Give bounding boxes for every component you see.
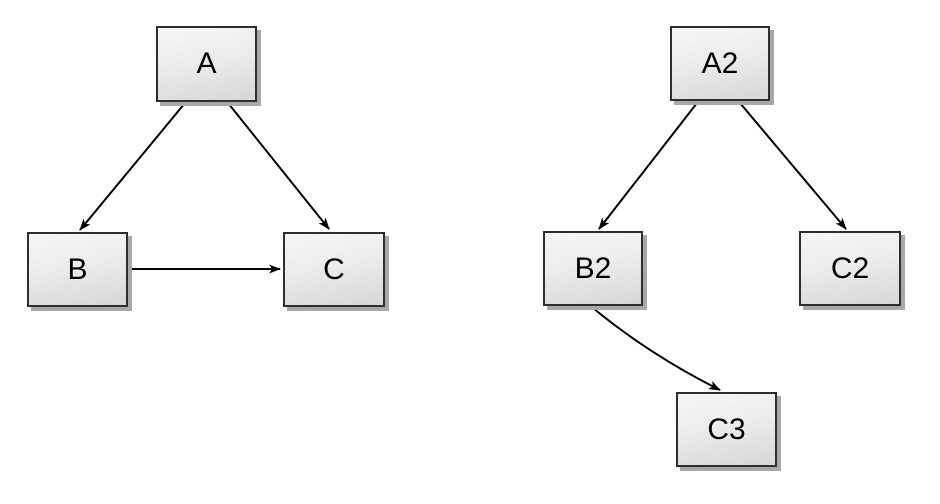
edge-A-B bbox=[79, 102, 186, 231]
edge-A-C bbox=[227, 102, 330, 230]
node-A[interactable]: A bbox=[156, 26, 257, 102]
node-label: C3 bbox=[707, 412, 746, 446]
node-B[interactable]: B bbox=[27, 232, 128, 307]
node-label: B2 bbox=[574, 251, 612, 285]
node-C2[interactable]: C2 bbox=[799, 231, 901, 306]
node-label: A bbox=[196, 47, 217, 80]
edge-A2-C2 bbox=[739, 102, 847, 230]
edge-B2-C3 bbox=[592, 307, 721, 391]
node-label: B bbox=[67, 252, 88, 286]
node-label: C bbox=[323, 252, 345, 286]
edge-A2-B2 bbox=[598, 102, 698, 230]
node-B2[interactable]: B2 bbox=[543, 231, 643, 306]
node-A2[interactable]: A2 bbox=[670, 26, 770, 101]
node-label: A2 bbox=[701, 46, 739, 80]
node-label: C2 bbox=[830, 251, 870, 285]
node-C3[interactable]: C3 bbox=[676, 392, 777, 467]
node-C[interactable]: C bbox=[283, 232, 385, 307]
